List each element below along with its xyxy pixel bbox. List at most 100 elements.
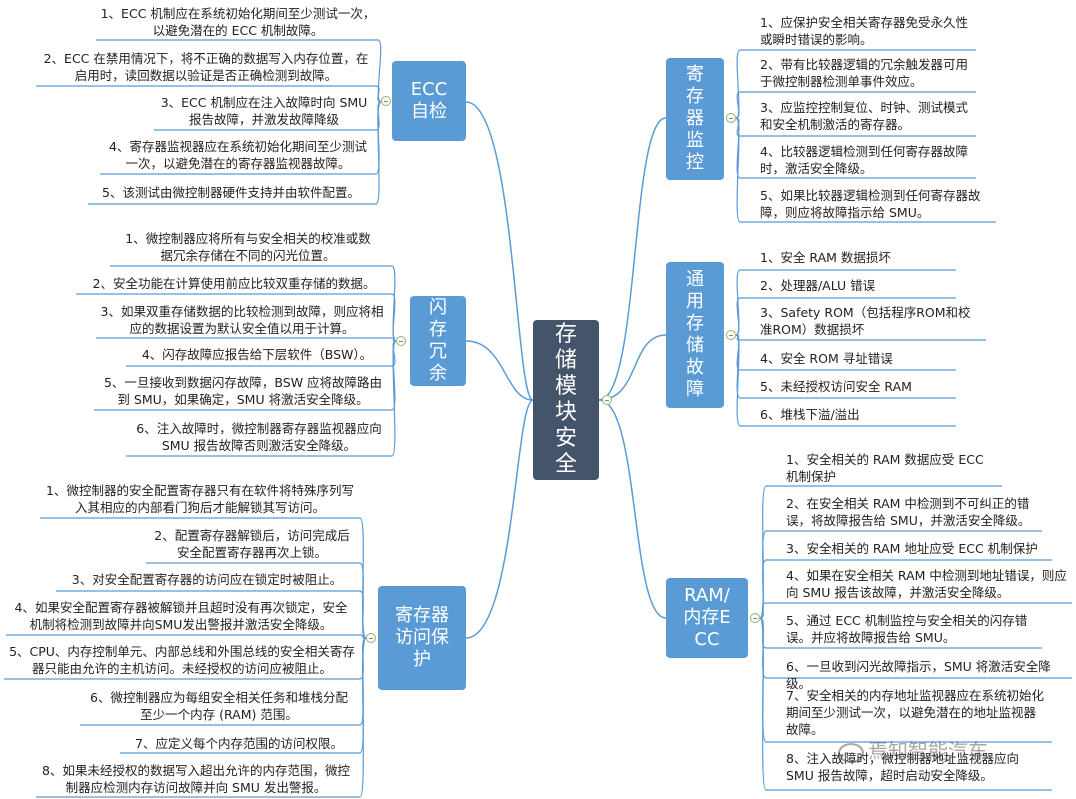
leaf-access-7[interactable]: 7、应定义每个内存范围的访问权限。	[120, 735, 358, 752]
collapse-toggle-center[interactable]	[602, 395, 612, 405]
leaf-access-4[interactable]: 4、如果安全配置寄存器被解锁并且超时没有再次锁定，安全机制将检测到故障并向SMU…	[6, 599, 356, 633]
leaf-access-5[interactable]: 5、CPU、内存控制单元、内部总线和外围总线的安全相关寄存器只能由允许的主机访问…	[4, 643, 360, 677]
leaf-flash-6[interactable]: 6、注入故障时，微控制器寄存器监视器应向 SMU 报告故障否则激活安全降级。	[126, 420, 392, 454]
leaf-access-5-text: 5、CPU、内存控制单元、内部总线和外围总线的安全相关寄存器只能由允许的主机访问…	[9, 644, 355, 676]
leaf-access-6-text: 6、微控制器应为每组安全相关任务和堆栈分配至少一个内存 (RAM) 范围。	[90, 690, 348, 722]
leaf-ram-7[interactable]: 7、安全相关的内存地址监视器应在系统初始化期间至少测试一次，以避免潜在的地址监视…	[782, 687, 1052, 738]
leaf-fault-3[interactable]: 3、Safety ROM（包括程序ROM和校准ROM）数据损坏	[756, 304, 986, 338]
fault-link-6	[735, 334, 741, 427]
leaf-monitor-2[interactable]: 2、带有比较器逻辑的冗余触发器可用于微控制器检测单事件效应。	[756, 56, 976, 90]
watermark-text: 焉知智能汽车	[868, 739, 988, 763]
leaf-access-3[interactable]: 3、对安全配置寄存器的访问应在锁定时被阻止。	[56, 571, 358, 588]
leaf-ram-2[interactable]: 2、在安全相关 RAM 中检测到不可纠正的错误，将故障报告给 SMU，并激活安全…	[782, 495, 1042, 529]
fault-link-1	[735, 269, 741, 336]
topic-register-monitor-label: 寄存器监控	[686, 64, 704, 173]
leaf-ram-4-text: 4、如果在安全相关 RAM 中检测到地址错误，则应向 SMU 报告该故障，并激活…	[786, 568, 1067, 600]
leaf-ram-1-text: 1、安全相关的 RAM 数据应受 ECC 机制保护	[786, 452, 984, 484]
leaf-fault-1[interactable]: 1、安全 RAM 数据损坏	[756, 249, 956, 266]
leaf-ecc-5[interactable]: 5、该测试由微控制器硬件支持并由软件配置。	[88, 184, 374, 201]
leaf-fault-5-text: 5、未经授权访问安全 RAM	[760, 379, 912, 394]
leaf-ram-5[interactable]: 5、通过 ECC 机制监控与安全相关的闪存错误。并应将故障报告给 SMU。	[782, 612, 1042, 646]
leaf-access-2[interactable]: 2、配置寄存器解锁后，访问完成后安全配置寄存器再次上锁。	[146, 527, 358, 561]
monitor-link-1	[735, 49, 741, 119]
monitor-link-5	[735, 117, 741, 223]
collapse-toggle-fault[interactable]	[726, 330, 736, 340]
collapse-toggle-flash[interactable]	[396, 336, 406, 346]
leaf-ram-6[interactable]: 6、一旦收到闪光故障指示，SMU 将激活安全降级。	[782, 658, 1072, 692]
leaf-access-4-text: 4、如果安全配置寄存器被解锁并且超时没有再次锁定，安全机制将检测到故障并向SMU…	[14, 600, 348, 632]
watermark: 焉知智能汽车	[838, 735, 988, 764]
leaf-access-1-text: 1、微控制器的安全配置寄存器只有在软件将特殊序列写入其相应的内部看门狗后才能解锁…	[46, 483, 354, 515]
ecc-link-1	[377, 39, 382, 103]
collapse-toggle-ram[interactable]	[750, 613, 760, 623]
leaf-fault-4[interactable]: 4、安全 ROM 寻址错误	[756, 350, 956, 367]
monitor-link-2	[735, 91, 741, 119]
leaf-flash-5[interactable]: 5、一旦接收到数据闪存故障，BSW 应将故障路由到 SMU，如果确定，SMU 将…	[94, 374, 392, 408]
leaf-ram-5-text: 5、通过 ECC 机制监控与安全相关的闪存错误。并应将故障报告给 SMU。	[786, 613, 1028, 645]
leaf-monitor-5-text: 5、如果比较器逻辑检测到任何寄存器故障，则应将故障指示给 SMU。	[760, 188, 981, 220]
center-topic[interactable]: 存储模块安全	[533, 320, 599, 480]
topic-ram-ecc-label: RAM/内存ECC	[683, 585, 731, 650]
topic-register-access-label: 寄存器访问保护	[395, 605, 449, 670]
leaf-ram-3[interactable]: 3、安全相关的 RAM 地址应受 ECC 机制保护	[782, 540, 1052, 557]
flash-link-6	[391, 340, 397, 457]
leaf-ecc-1[interactable]: 1、ECC 机制应在系统初始化期间至少测试一次，以避免潜在的 ECC 机制故障。	[96, 5, 380, 39]
leaf-access-6[interactable]: 6、微控制器应为每组安全相关任务和堆栈分配至少一个内存 (RAM) 范围。	[80, 689, 358, 723]
leaf-ram-4[interactable]: 4、如果在安全相关 RAM 中检测到地址错误，则应向 SMU 报告该故障，并激活…	[782, 567, 1072, 601]
topic-register-monitor[interactable]: 寄存器监控	[666, 58, 724, 180]
topic-ram-ecc[interactable]: RAM/内存ECC	[666, 578, 748, 658]
leaf-access-2-text: 2、配置寄存器解锁后，访问完成后安全配置寄存器再次上锁。	[154, 528, 350, 560]
topic-register-access[interactable]: 寄存器访问保护	[378, 586, 466, 690]
leaf-flash-1[interactable]: 1、微控制器应将所有与安全相关的校准或数据冗余存储在不同的闪光位置。	[120, 230, 376, 264]
leaf-ecc-5-text: 5、该测试由微控制器硬件支持并由软件配置。	[102, 185, 360, 200]
leaf-flash-5-text: 5、一旦接收到数据闪存故障，BSW 应将故障路由到 SMU，如果确定，SMU 将…	[103, 375, 383, 407]
ram-link-8	[759, 617, 767, 791]
ecc-link-2	[375, 85, 382, 103]
access-link-8	[359, 637, 367, 798]
leaf-flash-1-text: 1、微控制器应将所有与安全相关的校准或数据冗余存储在不同的闪光位置。	[125, 231, 371, 263]
leaf-ecc-3-text: 3、ECC 机制应在注入故障时向 SMU 报告故障，并激发故障降级	[160, 95, 368, 127]
trunk-monitor	[598, 117, 667, 401]
leaf-flash-2-text: 2、安全功能在计算使用前应比较双重存储的数据。	[92, 276, 376, 291]
leaf-monitor-3[interactable]: 3、应监控控制复位、时钟、测试模式和安全机制激活的寄存器。	[756, 99, 976, 133]
collapse-toggle-monitor[interactable]	[726, 113, 736, 123]
collapse-toggle-access[interactable]	[366, 633, 376, 643]
leaf-access-8[interactable]: 8、如果未经授权的数据写入超出允许的内存范围，微控制器应检测内存访问故障并向 S…	[36, 762, 356, 796]
leaf-ram-1[interactable]: 1、安全相关的 RAM 数据应受 ECC 机制保护	[782, 451, 1002, 485]
leaf-access-7-text: 7、应定义每个内存范围的访问权限。	[135, 736, 343, 751]
leaf-ram-3-text: 3、安全相关的 RAM 地址应受 ECC 机制保护	[786, 541, 1038, 556]
leaf-ecc-4[interactable]: 4、寄存器监视器应在系统初始化期间至少测试一次，以避免潜在的寄存器监视器故障。	[100, 138, 376, 172]
leaf-fault-3-text: 3、Safety ROM（包括程序ROM和校准ROM）数据损坏	[760, 305, 971, 337]
leaf-ecc-1-text: 1、ECC 机制应在系统初始化期间至少测试一次，以避免潜在的 ECC 机制故障。	[100, 6, 376, 38]
trunk-access	[465, 399, 534, 639]
leaf-access-8-text: 8、如果未经授权的数据写入超出允许的内存范围，微控制器应检测内存访问故障并向 S…	[42, 763, 350, 795]
leaf-fault-6[interactable]: 6、堆栈下溢/溢出	[756, 406, 956, 423]
leaf-flash-2[interactable]: 2、安全功能在计算使用前应比较双重存储的数据。	[76, 275, 392, 292]
leaf-ecc-2-text: 2、ECC 在禁用情况下，将不正确的数据写入内存位置，在启用时，读回数据以验证是…	[43, 51, 369, 83]
leaf-access-3-text: 3、对安全配置寄存器的访问应在锁定时被阻止。	[71, 572, 343, 587]
leaf-monitor-4-text: 4、比较器逻辑检测到任何寄存器故障时，激活安全降级。	[760, 144, 968, 176]
topic-flash-redundancy[interactable]: 闪存冗余	[410, 296, 466, 386]
leaf-flash-4[interactable]: 4、闪存故障应报告给下层软件（BSW）。	[126, 346, 388, 363]
center-topic-label: 存储模块安全	[554, 322, 577, 477]
ecc-link-5	[375, 101, 382, 205]
leaf-monitor-5[interactable]: 5、如果比较器逻辑检测到任何寄存器故障，则应将故障指示给 SMU。	[756, 187, 996, 221]
topic-ecc-check-label: ECC自检	[410, 79, 448, 122]
leaf-monitor-2-text: 2、带有比较器逻辑的冗余触发器可用于微控制器检测单事件效应。	[760, 57, 968, 89]
leaf-ecc-4-text: 4、寄存器监视器应在系统初始化期间至少测试一次，以避免潜在的寄存器监视器故障。	[109, 139, 367, 171]
leaf-flash-3[interactable]: 3、如果双重存储数据的比较检测到故障，则应将相应的数据设置为默认安全值以用于计算…	[96, 303, 388, 337]
leaf-monitor-1[interactable]: 1、应保护安全相关寄存器免受永久性或瞬时错误的影响。	[756, 14, 976, 48]
leaf-access-1[interactable]: 1、微控制器的安全配置寄存器只有在软件将特殊序列写入其相应的内部看门狗后才能解锁…	[40, 482, 360, 516]
topic-general-fault[interactable]: 通用存储故障	[666, 262, 724, 408]
topic-ecc-check[interactable]: ECC自检	[392, 61, 466, 141]
leaf-ecc-3[interactable]: 3、ECC 机制应在注入故障时向 SMU 报告故障，并激发故障降级	[154, 94, 374, 128]
leaf-fault-5[interactable]: 5、未经授权访问安全 RAM	[756, 378, 956, 395]
leaf-fault-2[interactable]: 2、处理器/ALU 错误	[756, 277, 956, 294]
leaf-ecc-2[interactable]: 2、ECC 在禁用情况下，将不正确的数据写入内存位置，在启用时，读回数据以验证是…	[36, 50, 376, 84]
leaf-monitor-4[interactable]: 4、比较器逻辑检测到任何寄存器故障时，激活安全降级。	[756, 143, 976, 177]
wechat-icon	[838, 742, 864, 763]
access-link-3	[359, 590, 367, 639]
trunk-ram	[598, 399, 667, 619]
collapse-toggle-ecc[interactable]	[381, 96, 391, 106]
